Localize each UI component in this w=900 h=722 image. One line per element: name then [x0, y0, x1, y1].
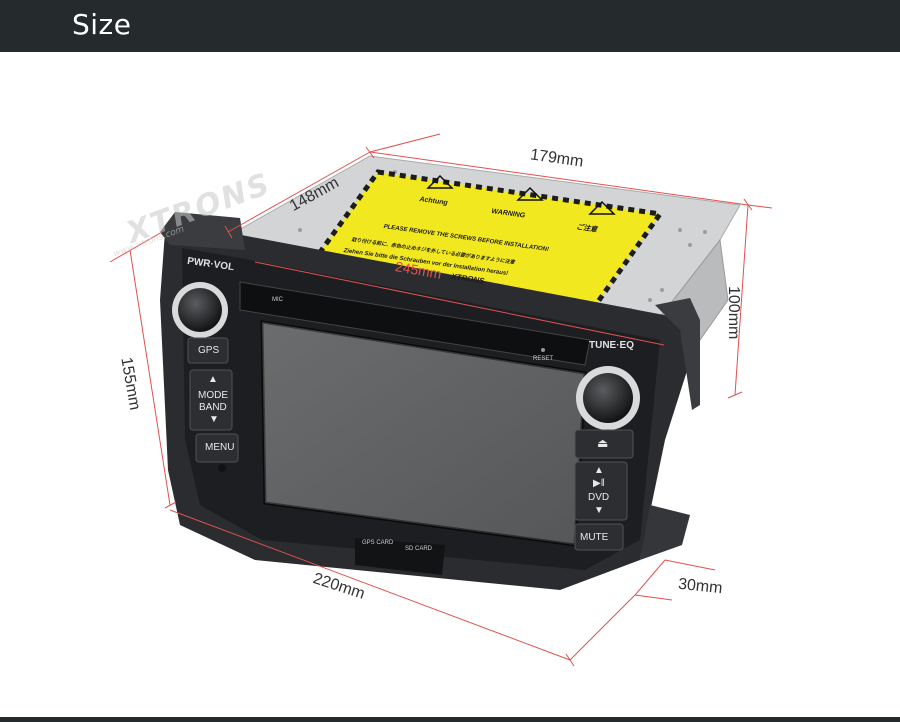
ir-sensor	[218, 464, 226, 472]
band-button[interactable]: BAND	[199, 402, 227, 413]
menu-button-shape	[195, 433, 239, 463]
menu-button[interactable]: MENU	[205, 442, 235, 453]
tune-eq-label: TUNE·EQ	[589, 340, 634, 351]
gps-card-label: GPS CARD	[362, 540, 394, 546]
mic-label: MIC	[272, 297, 283, 303]
card-slot-panel	[355, 538, 445, 575]
gps-button[interactable]: GPS	[198, 345, 220, 356]
gps-button-shape	[187, 337, 229, 364]
footer-strip	[0, 717, 900, 722]
mode-band-button-shape	[189, 369, 233, 431]
dvd-button-shape	[574, 461, 628, 521]
dimension-height-right: 100mm	[725, 286, 742, 340]
dimension-lines	[109, 133, 773, 667]
mode-up-icon[interactable]: ▲	[208, 374, 218, 385]
right-bracket	[655, 298, 700, 410]
mute-button[interactable]: MUTE	[580, 532, 609, 543]
page-title: Size	[72, 8, 132, 41]
mode-button[interactable]: MODE	[198, 390, 228, 401]
disc-slot	[239, 281, 591, 366]
left-bracket	[160, 212, 245, 250]
dvd-down-icon[interactable]: ▼	[594, 505, 604, 516]
reset-label: RESET	[533, 356, 554, 362]
reset-hole	[541, 348, 545, 352]
header-bar: Size	[0, 0, 900, 52]
eject-button-shape	[574, 429, 634, 459]
dvd-up-icon[interactable]: ▲	[594, 465, 604, 476]
play-pause-icon[interactable]: ▶‖	[593, 478, 605, 489]
eject-icon[interactable]: ⏏	[597, 436, 609, 450]
dvd-button[interactable]: DVD	[588, 492, 610, 503]
right-bracket-lower	[640, 505, 690, 560]
mute-button-shape	[574, 523, 624, 551]
product-illustration	[109, 133, 773, 667]
volume-knob	[178, 288, 222, 332]
sd-card-label: SD CARD	[405, 546, 433, 552]
band-down-icon[interactable]: ▼	[209, 414, 219, 425]
tune-knob	[583, 373, 633, 423]
